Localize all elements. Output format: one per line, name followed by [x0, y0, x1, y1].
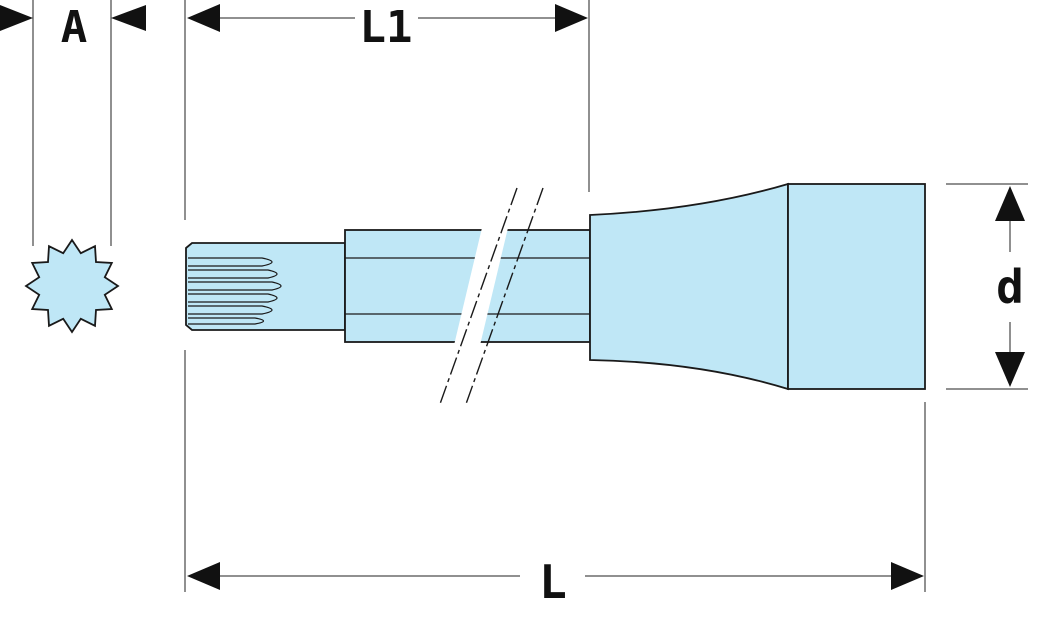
- label-a: A: [61, 2, 88, 53]
- dimension-l: L: [184, 350, 926, 609]
- label-l1: L1: [360, 2, 413, 53]
- socket-body: [589, 182, 789, 391]
- dimension-d: d: [946, 183, 1028, 390]
- arrowhead-a-left: [0, 5, 33, 31]
- arrowhead-a-right: [111, 5, 146, 31]
- label-d: d: [996, 260, 1024, 314]
- spline-bit-tip: [185, 242, 346, 331]
- arrowhead-l1-left: [187, 4, 220, 32]
- arrowhead-l1-right: [555, 4, 588, 32]
- label-l: L: [539, 555, 567, 609]
- dimension-a: A: [0, 0, 146, 246]
- twelve-point-end-view: [24, 238, 120, 334]
- arrowhead-d-top: [995, 186, 1025, 221]
- dimension-l1: L1: [184, 0, 590, 220]
- arrowhead-l-left: [187, 562, 220, 590]
- arrowhead-l-right: [891, 562, 924, 590]
- arrowhead-d-bottom: [995, 352, 1025, 387]
- square-drive-end: [787, 183, 926, 390]
- break-lines: [439, 187, 544, 405]
